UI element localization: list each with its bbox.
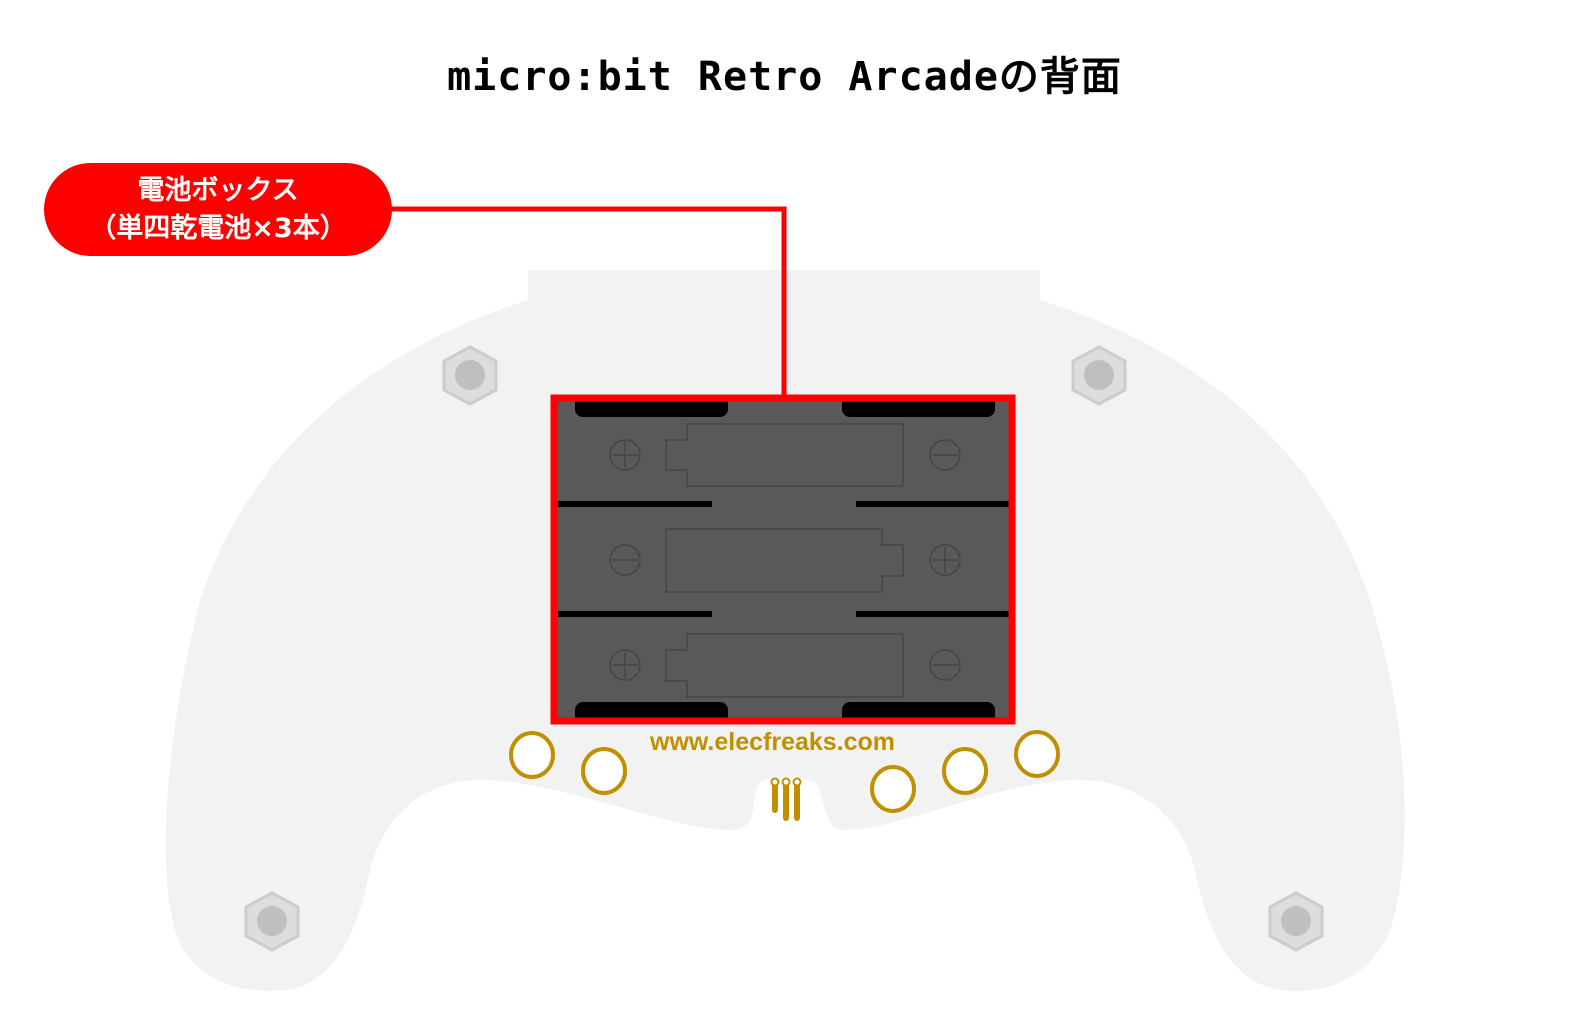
screw-icon: [1071, 345, 1127, 406]
battery-slot-3: [665, 633, 904, 698]
website-label: www.elecfreaks.com: [650, 728, 896, 756]
plus-icon: [609, 439, 641, 471]
callout-line-2: （単四乾電池×3本）: [89, 212, 347, 244]
callout-line-1: 電池ボックス: [137, 174, 299, 206]
callout-leader-line: [390, 206, 787, 398]
minus-icon: [609, 544, 641, 576]
battery-box: [554, 395, 1012, 724]
minus-icon: [929, 439, 961, 471]
battery-slot-1: [665, 423, 904, 487]
minus-icon: [929, 649, 961, 681]
battery-slot-2: [665, 528, 904, 593]
battery-box-callout: 電池ボックス （単四乾電池×3本）: [44, 163, 392, 256]
plus-icon: [929, 544, 961, 576]
page-title: micro:bit Retro Arcadeの背面: [447, 54, 1122, 100]
screw-icon: [244, 891, 300, 952]
connector-pins: [770, 777, 802, 821]
gold-pads: [509, 730, 1060, 813]
plus-icon: [609, 649, 641, 681]
screw-icon: [1268, 891, 1324, 952]
screw-icon: [442, 345, 498, 406]
